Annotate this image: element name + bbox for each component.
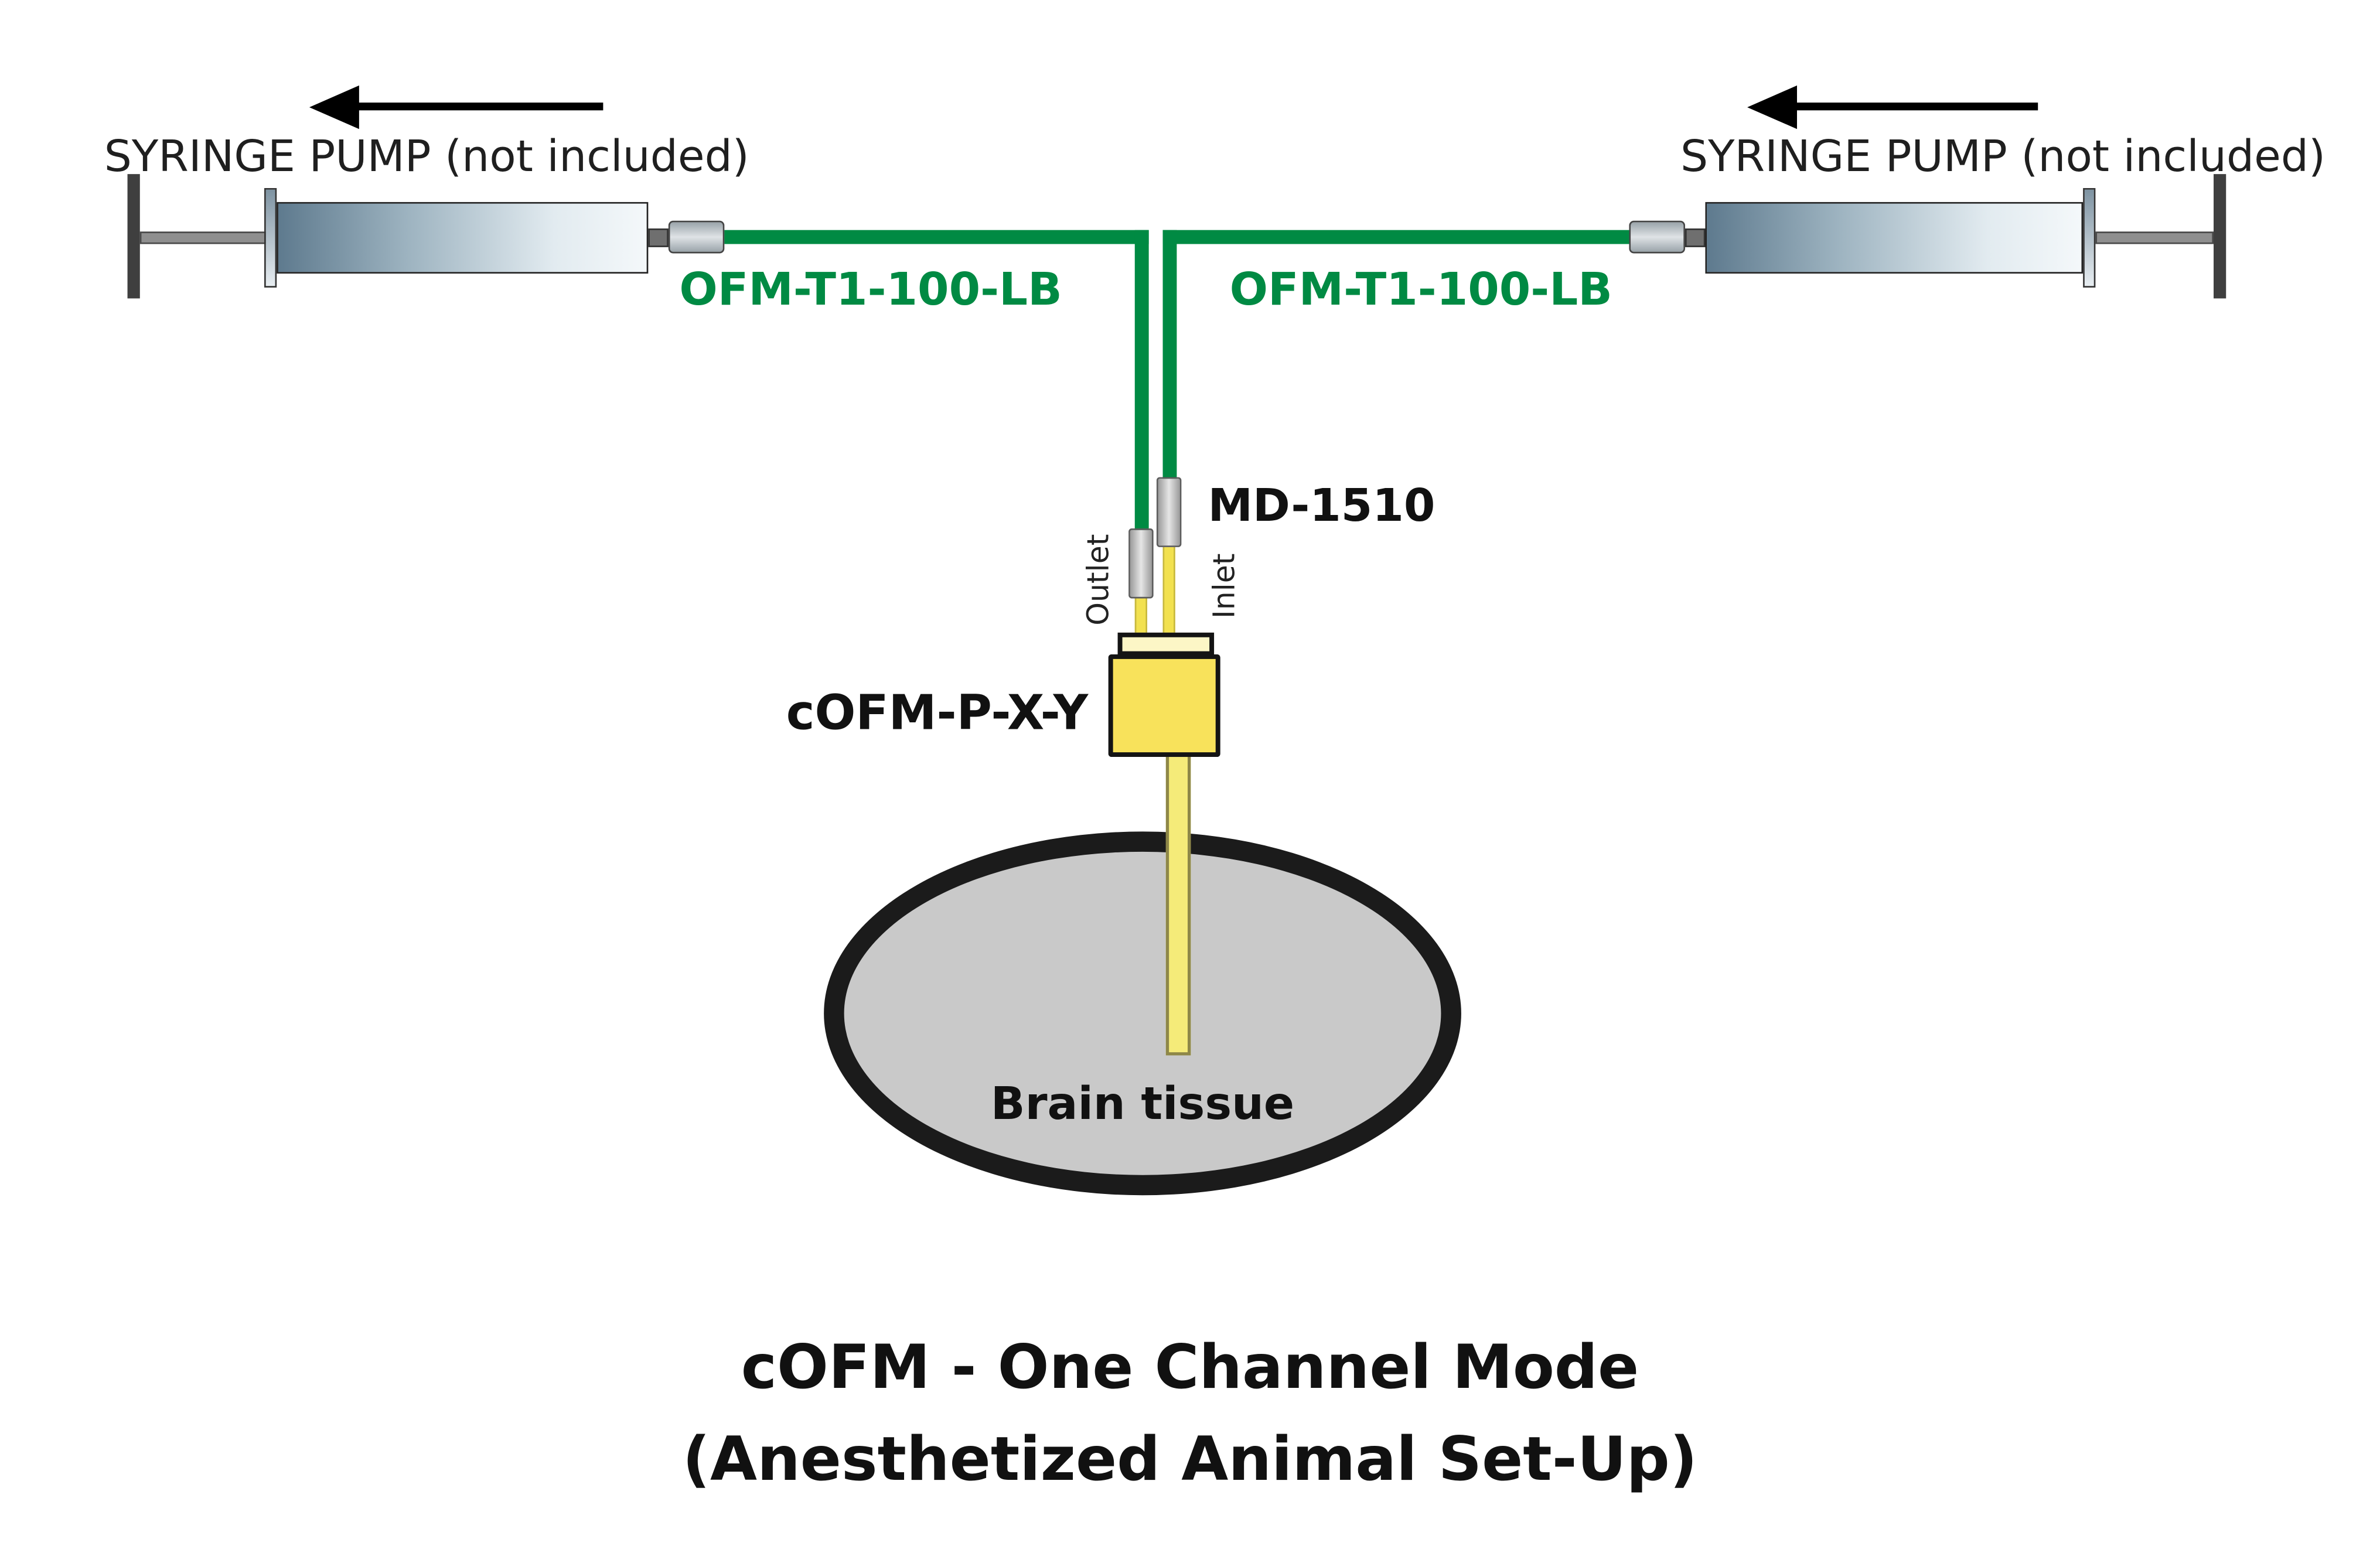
left-syringe-flange xyxy=(264,188,277,288)
right-syringe-barrel xyxy=(1705,202,2084,274)
probe-body xyxy=(1108,654,1220,757)
left-syringe-barrel xyxy=(277,202,649,274)
left-syringe-plunger-thumb xyxy=(127,174,140,299)
outlet-yellow-tube xyxy=(1134,598,1147,636)
inlet-yellow-tube xyxy=(1162,547,1175,636)
right-syringe-plunger-rod xyxy=(2095,231,2214,244)
diagram-title-line1: cOFM - One Channel Mode xyxy=(741,1333,1639,1404)
brain-ellipse xyxy=(824,831,1461,1196)
outlet-connector xyxy=(1128,528,1154,599)
left-syringe-plunger-rod xyxy=(139,231,268,244)
tubing-right-vertical xyxy=(1162,230,1177,484)
diagram-title-line2: (Anesthetized Animal Set-Up) xyxy=(682,1425,1698,1496)
left-syringe-tube-adapter xyxy=(668,220,725,254)
flow-arrow-right-icon xyxy=(1747,85,1797,129)
tubing-left-vertical xyxy=(1134,230,1149,535)
tubing-label-left: OFM-T1-100-LB xyxy=(679,262,1062,316)
syringe-pump-label-right: SYRINGE PUMP (not included) xyxy=(1680,130,2326,182)
probe-cap xyxy=(1117,632,1215,656)
tubing-left-horizontal xyxy=(724,230,1149,244)
right-syringe-flange xyxy=(2083,188,2096,288)
right-syringe-tube-adapter xyxy=(1629,220,1685,254)
left-syringe-tip xyxy=(648,228,669,247)
connector-label: MD-1510 xyxy=(1208,479,1435,532)
flow-arrow-left-icon xyxy=(309,85,359,129)
brain-label: Brain tissue xyxy=(990,1077,1295,1130)
right-syringe-tip xyxy=(1685,228,1706,247)
right-syringe-plunger-thumb xyxy=(2214,174,2226,299)
tubing-right-horizontal xyxy=(1162,230,1629,244)
probe-label: cOFM-P-X-Y xyxy=(786,685,1089,742)
inlet-label: Inlet xyxy=(1208,553,1242,619)
outlet-label: Outlet xyxy=(1082,534,1116,626)
flow-arrow-right-shaft xyxy=(1792,103,2038,111)
syringe-pump-label-left: SYRINGE PUMP (not included) xyxy=(104,130,749,182)
probe-shaft xyxy=(1165,753,1191,1056)
inlet-connector xyxy=(1156,477,1182,547)
flow-arrow-left-shaft xyxy=(354,103,603,111)
tubing-label-right: OFM-T1-100-LB xyxy=(1229,262,1612,316)
